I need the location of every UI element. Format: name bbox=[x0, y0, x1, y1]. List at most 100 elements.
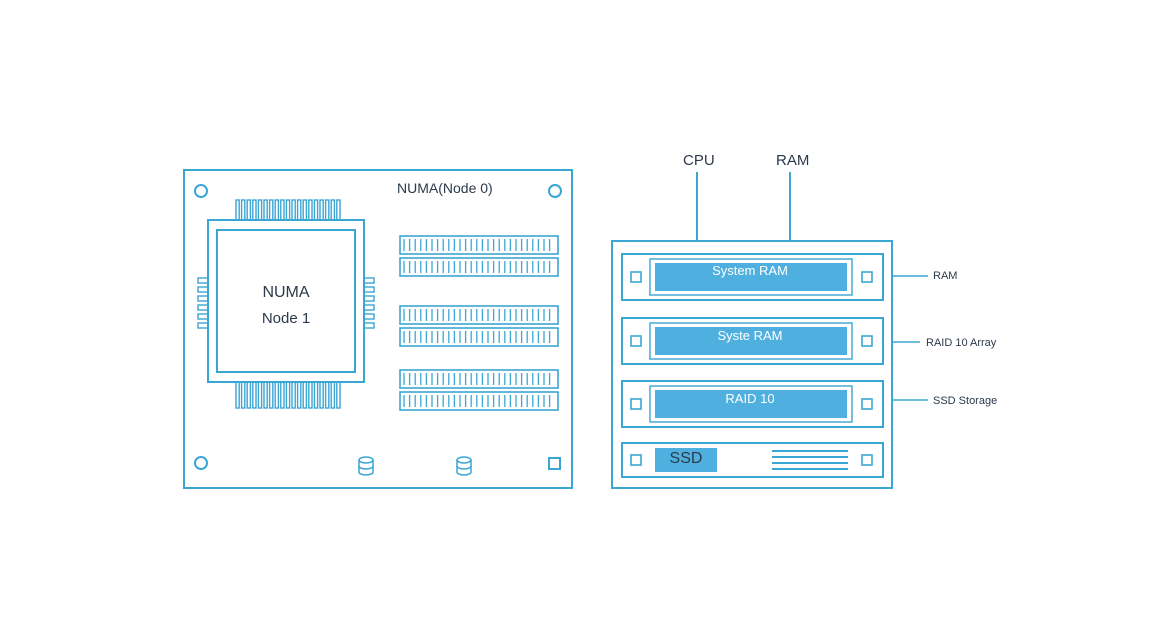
bay-label-system-ram: System RAM bbox=[712, 263, 788, 278]
bay-1 bbox=[621, 317, 884, 365]
cpu-pin bbox=[280, 199, 285, 221]
cpu-pin bbox=[308, 381, 313, 409]
bay-latch-right bbox=[861, 398, 873, 410]
cpu-pin bbox=[324, 381, 330, 409]
cpu-pin bbox=[330, 199, 336, 221]
bay-drive-fill bbox=[655, 327, 847, 355]
cpu-label-line1: NUMA bbox=[262, 284, 310, 301]
side-label-ram: RAM bbox=[933, 270, 958, 282]
top-label-ram: RAM bbox=[776, 152, 810, 169]
side-label-ssd-storage: SSD Storage bbox=[933, 395, 998, 407]
cpu-pin bbox=[313, 199, 319, 221]
server-chassis bbox=[611, 172, 928, 489]
cpu-pin bbox=[240, 199, 246, 221]
cpu-pin bbox=[268, 199, 274, 221]
cpu-pin bbox=[252, 381, 257, 409]
cpu-pin bbox=[263, 199, 268, 221]
cpu-pin bbox=[235, 199, 240, 221]
bay-latch-left bbox=[630, 335, 642, 347]
corner-square bbox=[548, 457, 561, 470]
disk-top bbox=[456, 456, 472, 464]
cpu-package bbox=[207, 219, 365, 383]
cpu-pin bbox=[246, 381, 252, 409]
cpu-pin bbox=[246, 199, 252, 221]
bay-latch-right bbox=[861, 271, 873, 283]
top-label-cpu: CPU bbox=[683, 152, 715, 169]
cpu-pin bbox=[257, 199, 263, 221]
board-outline bbox=[183, 169, 573, 489]
bay-latch-right bbox=[861, 454, 873, 466]
bay-frame bbox=[621, 380, 884, 428]
cpu-pin bbox=[280, 381, 285, 409]
dimm-slot bbox=[399, 257, 559, 277]
cpu-pin bbox=[302, 199, 308, 221]
cpu-pin bbox=[268, 381, 274, 409]
bay-label-ssd: SSD bbox=[669, 450, 703, 467]
bay-label-raid10: RAID 10 bbox=[725, 391, 775, 406]
bay-2 bbox=[621, 380, 884, 428]
bay-latch-right bbox=[861, 335, 873, 347]
bay-frame bbox=[621, 253, 884, 301]
cpu-label-line2: Node 1 bbox=[261, 310, 311, 327]
cpu-pin bbox=[336, 199, 341, 221]
cpu-pin bbox=[291, 381, 296, 409]
chassis-outline bbox=[611, 240, 893, 489]
cpu-pin bbox=[240, 381, 246, 409]
bay-latch-left bbox=[630, 398, 642, 410]
bay-0 bbox=[621, 253, 884, 301]
bay-drive-fill bbox=[655, 390, 847, 418]
mount-hole-1 bbox=[548, 184, 562, 198]
cpu-pins-bottom bbox=[235, 381, 341, 409]
mount-hole-2 bbox=[194, 456, 208, 470]
bay-latch-left bbox=[630, 454, 642, 466]
cpu-pin bbox=[274, 199, 280, 221]
cpu-pin bbox=[324, 199, 330, 221]
dimm-slot bbox=[399, 235, 559, 255]
cpu-pin bbox=[285, 199, 291, 221]
cpu-pin bbox=[308, 199, 313, 221]
cpu-pin bbox=[235, 381, 240, 409]
cpu-pin bbox=[263, 381, 268, 409]
bay-frame bbox=[621, 442, 884, 478]
mount-hole-0 bbox=[194, 184, 208, 198]
cpu-pin bbox=[252, 199, 257, 221]
database-icon-1 bbox=[358, 456, 374, 476]
cpu-pin bbox=[302, 381, 308, 409]
cpu-pin bbox=[257, 381, 263, 409]
disk-body bbox=[358, 460, 374, 476]
cpu-pin bbox=[336, 381, 341, 409]
disk-body bbox=[456, 460, 472, 476]
dimm-slot bbox=[399, 391, 559, 411]
cpu-pins-top bbox=[235, 199, 341, 221]
database-icon-2 bbox=[456, 456, 472, 476]
bay-latch-left bbox=[630, 271, 642, 283]
dimm-group-0 bbox=[399, 235, 559, 277]
dimm-slot bbox=[399, 327, 559, 347]
bay-3 bbox=[621, 442, 884, 478]
dimm-slot bbox=[399, 369, 559, 389]
cpu-pin bbox=[296, 381, 302, 409]
cpu-die bbox=[216, 229, 356, 373]
cpu-pin bbox=[285, 381, 291, 409]
dimm-group-2 bbox=[399, 369, 559, 411]
side-label-raid-array: RAID 10 Array bbox=[926, 337, 997, 349]
bay-drive-outline bbox=[649, 258, 853, 296]
disk-ring bbox=[456, 465, 472, 470]
cpu-pin bbox=[296, 199, 302, 221]
cpu-pin bbox=[330, 381, 336, 409]
bay-drive-outline bbox=[649, 385, 853, 423]
disk-top bbox=[358, 456, 374, 464]
dimm-group-1 bbox=[399, 305, 559, 347]
cpu-pin bbox=[319, 381, 324, 409]
cpu-pin bbox=[291, 199, 296, 221]
bay-label-syste-ram: Syste RAM bbox=[717, 328, 783, 343]
numa-board bbox=[183, 169, 573, 489]
cpu-pin bbox=[313, 381, 319, 409]
ssd-block bbox=[655, 448, 717, 472]
bay-drive-outline bbox=[649, 322, 853, 360]
bay-frame bbox=[621, 317, 884, 365]
dimm-slot bbox=[399, 305, 559, 325]
bay-drive-fill bbox=[655, 263, 847, 291]
cpu-pin bbox=[274, 381, 280, 409]
